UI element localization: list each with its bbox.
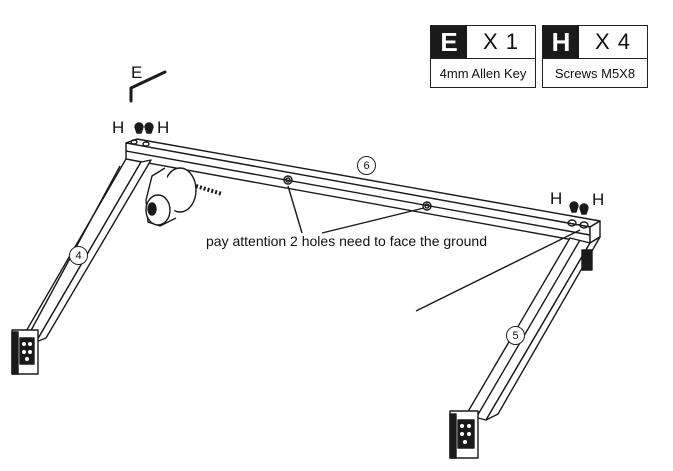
- screw-icon: [134, 122, 589, 215]
- crossbeam-part-6: [125, 138, 601, 244]
- callout-right-leg: 5: [506, 326, 525, 345]
- motor-icon: [145, 167, 223, 227]
- callout-crossbeam: 6: [357, 156, 376, 175]
- allen-key-label: E: [131, 63, 143, 82]
- pointer-line: [321, 207, 425, 234]
- screw-label: H: [157, 118, 170, 137]
- part-card-e: E X 1 4mm Allen Key: [430, 25, 536, 88]
- callout-left-leg: 4: [69, 246, 88, 265]
- part-name: Screws M5X8: [554, 65, 636, 81]
- part-card-h: H X 4 Screws M5X8: [542, 25, 648, 88]
- part-letter: H: [543, 26, 579, 58]
- pointer-line: [287, 185, 303, 234]
- left-leg-part-4: [11, 158, 152, 375]
- part-quantity: X 1: [482, 29, 520, 54]
- part-quantity: X 4: [594, 29, 632, 54]
- parts-legend: E X 1 4mm Allen Key H X 4 Screws M5X8: [430, 25, 648, 88]
- leader-line: [415, 229, 581, 312]
- screw-label: H: [112, 118, 125, 137]
- orientation-note: pay attention 2 holes need to face the g…: [206, 233, 487, 249]
- part-name: 4mm Allen Key: [439, 65, 527, 81]
- allen-key-icon: [129, 70, 167, 103]
- screw-label: H: [592, 190, 605, 209]
- screw-label: H: [550, 189, 563, 208]
- part-letter: E: [431, 26, 467, 58]
- right-leg-part-5: [449, 236, 601, 459]
